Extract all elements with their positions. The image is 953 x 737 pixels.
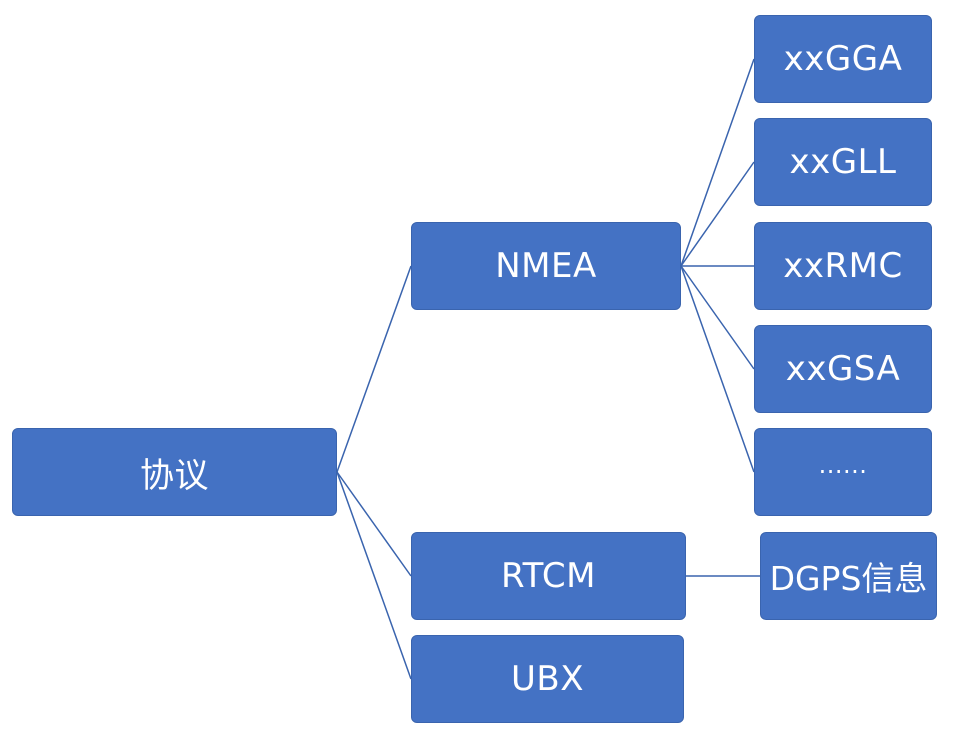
connector-root-to-rtcm	[336, 471, 412, 577]
node-ubx: UBX	[411, 635, 684, 723]
node-xxrmc: xxRMC	[754, 222, 932, 310]
connector-nmea-to-gga	[680, 58, 755, 267]
connector-root-to-ubx	[336, 471, 412, 680]
node-rtcm: RTCM	[411, 532, 686, 620]
connector-nmea-to-gll	[680, 161, 755, 267]
connector-root-to-nmea	[336, 265, 412, 473]
node-xxgll: xxGLL	[754, 118, 932, 206]
node-xxgga: xxGGA	[754, 15, 932, 103]
node-dgps-info: DGPS信息	[760, 532, 937, 620]
connector-nmea-to-more	[680, 265, 755, 473]
node-protocol-root: 协议	[12, 428, 337, 516]
node-xxgsa: xxGSA	[754, 325, 932, 413]
node-more-ellipsis: ......	[754, 428, 932, 516]
connector-nmea-to-gsa	[680, 265, 755, 370]
node-nmea: NMEA	[411, 222, 681, 310]
